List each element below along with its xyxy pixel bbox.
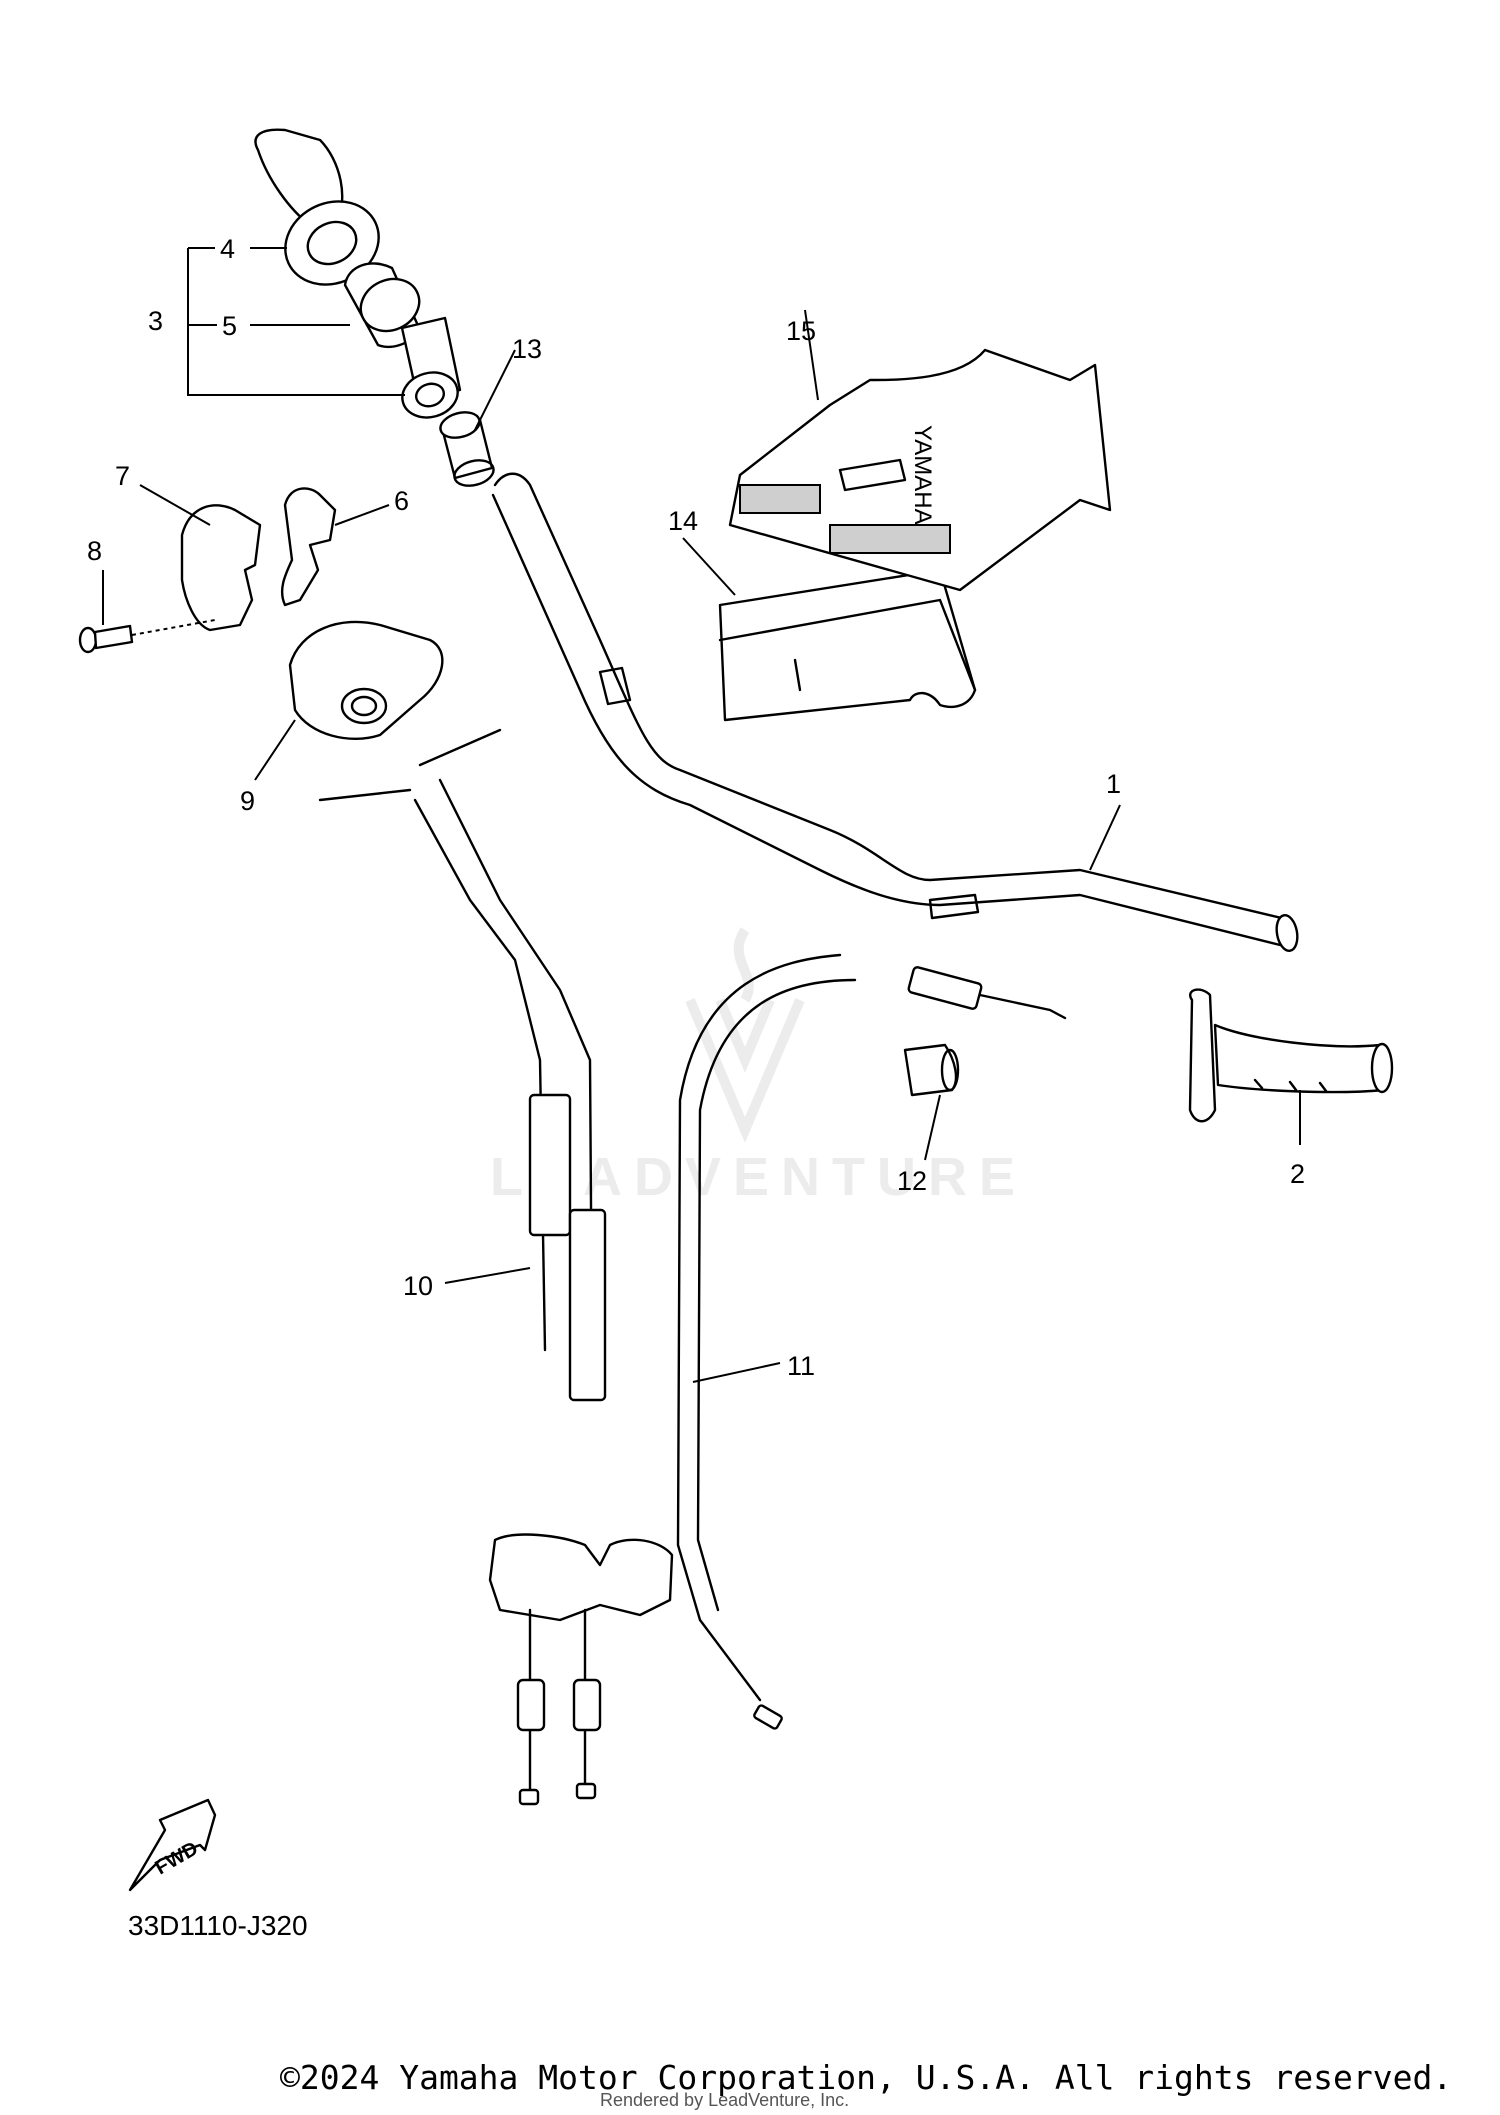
rendered-by-text: Rendered by LeadVenture, Inc.: [600, 2090, 850, 2110]
copyright-text: ©2024 Yamaha Motor Corporation, U.S.A. A…: [280, 2058, 1453, 2097]
adjuster-part-12[interactable]: [903, 1043, 960, 1097]
callout-2: 2: [1290, 1159, 1305, 1189]
pad-cover-part-15[interactable]: YAMAHA: [728, 348, 1112, 592]
leader-lines: [102, 247, 1301, 1383]
callout-10: 10: [403, 1271, 433, 1301]
throttle-housing-part-9[interactable]: [288, 620, 444, 741]
diagram-code: 33D1110-J320: [128, 1910, 308, 1941]
callout-7: 7: [115, 461, 130, 491]
callout-1: 1: [1106, 769, 1121, 799]
callout-12: 12: [897, 1166, 927, 1196]
bar-pad-part-14[interactable]: [718, 568, 977, 722]
collar-part-13[interactable]: [438, 408, 497, 490]
watermark-logo: LEADVENTURE: [490, 927, 1027, 1207]
pad-cover-stripe: [829, 524, 951, 554]
fwd-arrow-icon: FWD: [128, 1798, 217, 1892]
callout-11: 11: [787, 1351, 815, 1381]
callout-numbers: 1 2 3 4 5 6 7 8 9 10 11 12 13 14 15: [87, 234, 1305, 1381]
right-grip-part-2[interactable]: [1188, 988, 1394, 1123]
pad-cover-brand: YAMAHA: [909, 425, 936, 525]
throttle-cables-part-10[interactable]: [318, 728, 674, 1806]
handlebar-part-1[interactable]: [491, 472, 1300, 953]
pad-cover-stripe: [739, 484, 821, 514]
callout-8: 8: [87, 536, 102, 566]
callout-3: 3: [148, 306, 163, 336]
callout-6: 6: [394, 486, 409, 516]
callout-9: 9: [240, 786, 255, 816]
callout-4: 4: [220, 234, 235, 264]
clutch-cable-part-11[interactable]: [676, 953, 1067, 1730]
switch-housing-part-7[interactable]: [180, 504, 262, 632]
left-grip-part-3[interactable]: [254, 128, 463, 424]
screw-part-8[interactable]: [78, 619, 216, 654]
switch-housing-part-6[interactable]: [280, 487, 337, 607]
callout-13: 13: [512, 334, 542, 364]
watermark-text: LEADVENTURE: [490, 1147, 1027, 1207]
callout-5: 5: [222, 311, 237, 341]
callout-15: 15: [786, 316, 816, 346]
callout-14: 14: [668, 506, 698, 536]
